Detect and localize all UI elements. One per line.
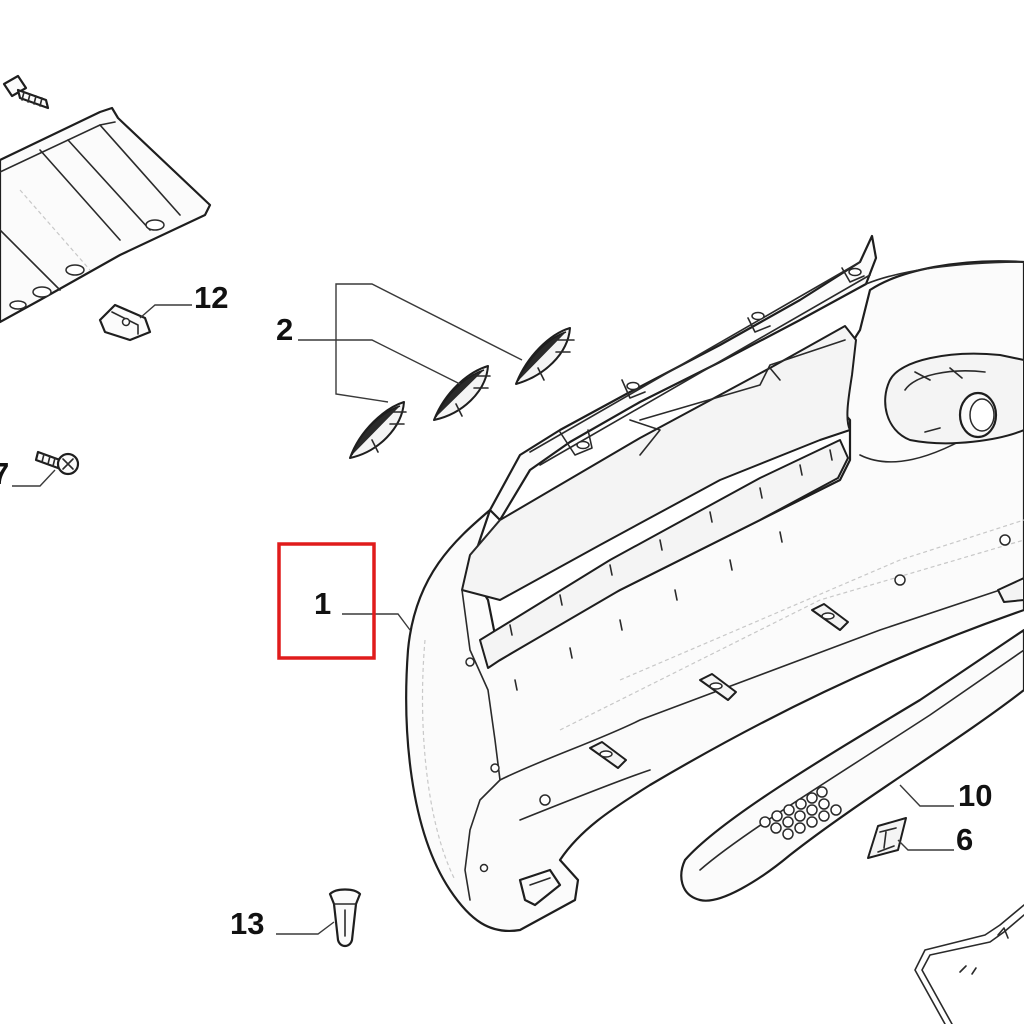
bolt-icon xyxy=(2,74,50,110)
callout-labels: 12 2 7 1 10 6 13 xyxy=(0,280,992,941)
clip-badge-icon xyxy=(867,817,907,859)
cap-cover-icon xyxy=(515,327,575,385)
cap-cover-icon xyxy=(349,401,407,459)
rear-bumper xyxy=(405,234,1024,933)
lower-trim-strip xyxy=(680,628,1024,902)
wiring-harness xyxy=(914,904,1024,1024)
clip-nut-icon xyxy=(98,303,152,342)
highlight-box xyxy=(277,542,376,660)
callout-12: 12 xyxy=(194,280,228,315)
push-pin-icon xyxy=(328,888,362,948)
cap-cover-icon xyxy=(433,365,491,421)
callout-7: 7 xyxy=(0,456,9,491)
callout-2: 2 xyxy=(276,312,293,347)
screw-icon xyxy=(34,450,80,476)
reflector-pattern xyxy=(759,786,842,840)
leader-lines xyxy=(12,283,954,935)
underbody-shield-plate xyxy=(0,106,212,324)
callout-10: 10 xyxy=(958,778,992,813)
callout-1: 1 xyxy=(314,586,331,621)
callout-13: 13 xyxy=(230,906,264,941)
callout-6: 6 xyxy=(956,822,973,857)
